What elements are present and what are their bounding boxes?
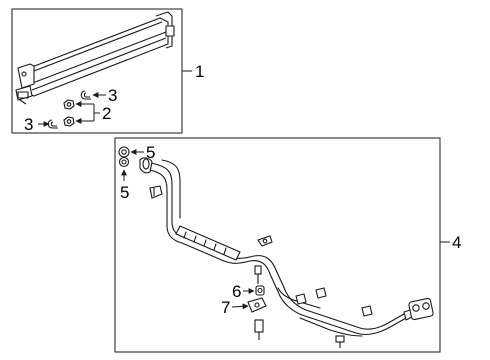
clip-lower: [47, 119, 58, 129]
callout-5-upper: 5: [146, 143, 155, 162]
transmission-oil-cooler: [15, 11, 175, 105]
cooler-lines-group-frame: [114, 137, 441, 353]
bolt-lower: [254, 319, 264, 340]
callout-6: 6: [232, 282, 241, 301]
clamps-right: [295, 287, 373, 317]
callout-1: 1: [195, 62, 204, 81]
callout-4: 4: [452, 233, 461, 252]
callout-7: 7: [221, 298, 230, 317]
o-ring-lower: [118, 156, 130, 168]
callout-3-upper: 3: [108, 86, 117, 105]
clip-upper: [80, 90, 91, 100]
cooler-line-hoses: [139, 157, 434, 337]
callout-2: 2: [102, 104, 111, 123]
clip-part-6: [255, 285, 265, 296]
line-bracket-upper: [149, 185, 163, 199]
callout-3-lower: 3: [24, 115, 33, 134]
bolt-bottom: [335, 335, 345, 348]
bolt-mid: [254, 265, 262, 284]
leader-7: [231, 303, 249, 310]
leader-2: [75, 101, 100, 124]
line-bracket-mid: [257, 235, 273, 247]
nut-upper: [63, 99, 75, 110]
o-ring-upper: [118, 146, 130, 158]
callout-5-lower: 5: [120, 183, 129, 202]
nut-lower: [63, 116, 75, 127]
bracket-part-7: [247, 297, 267, 313]
